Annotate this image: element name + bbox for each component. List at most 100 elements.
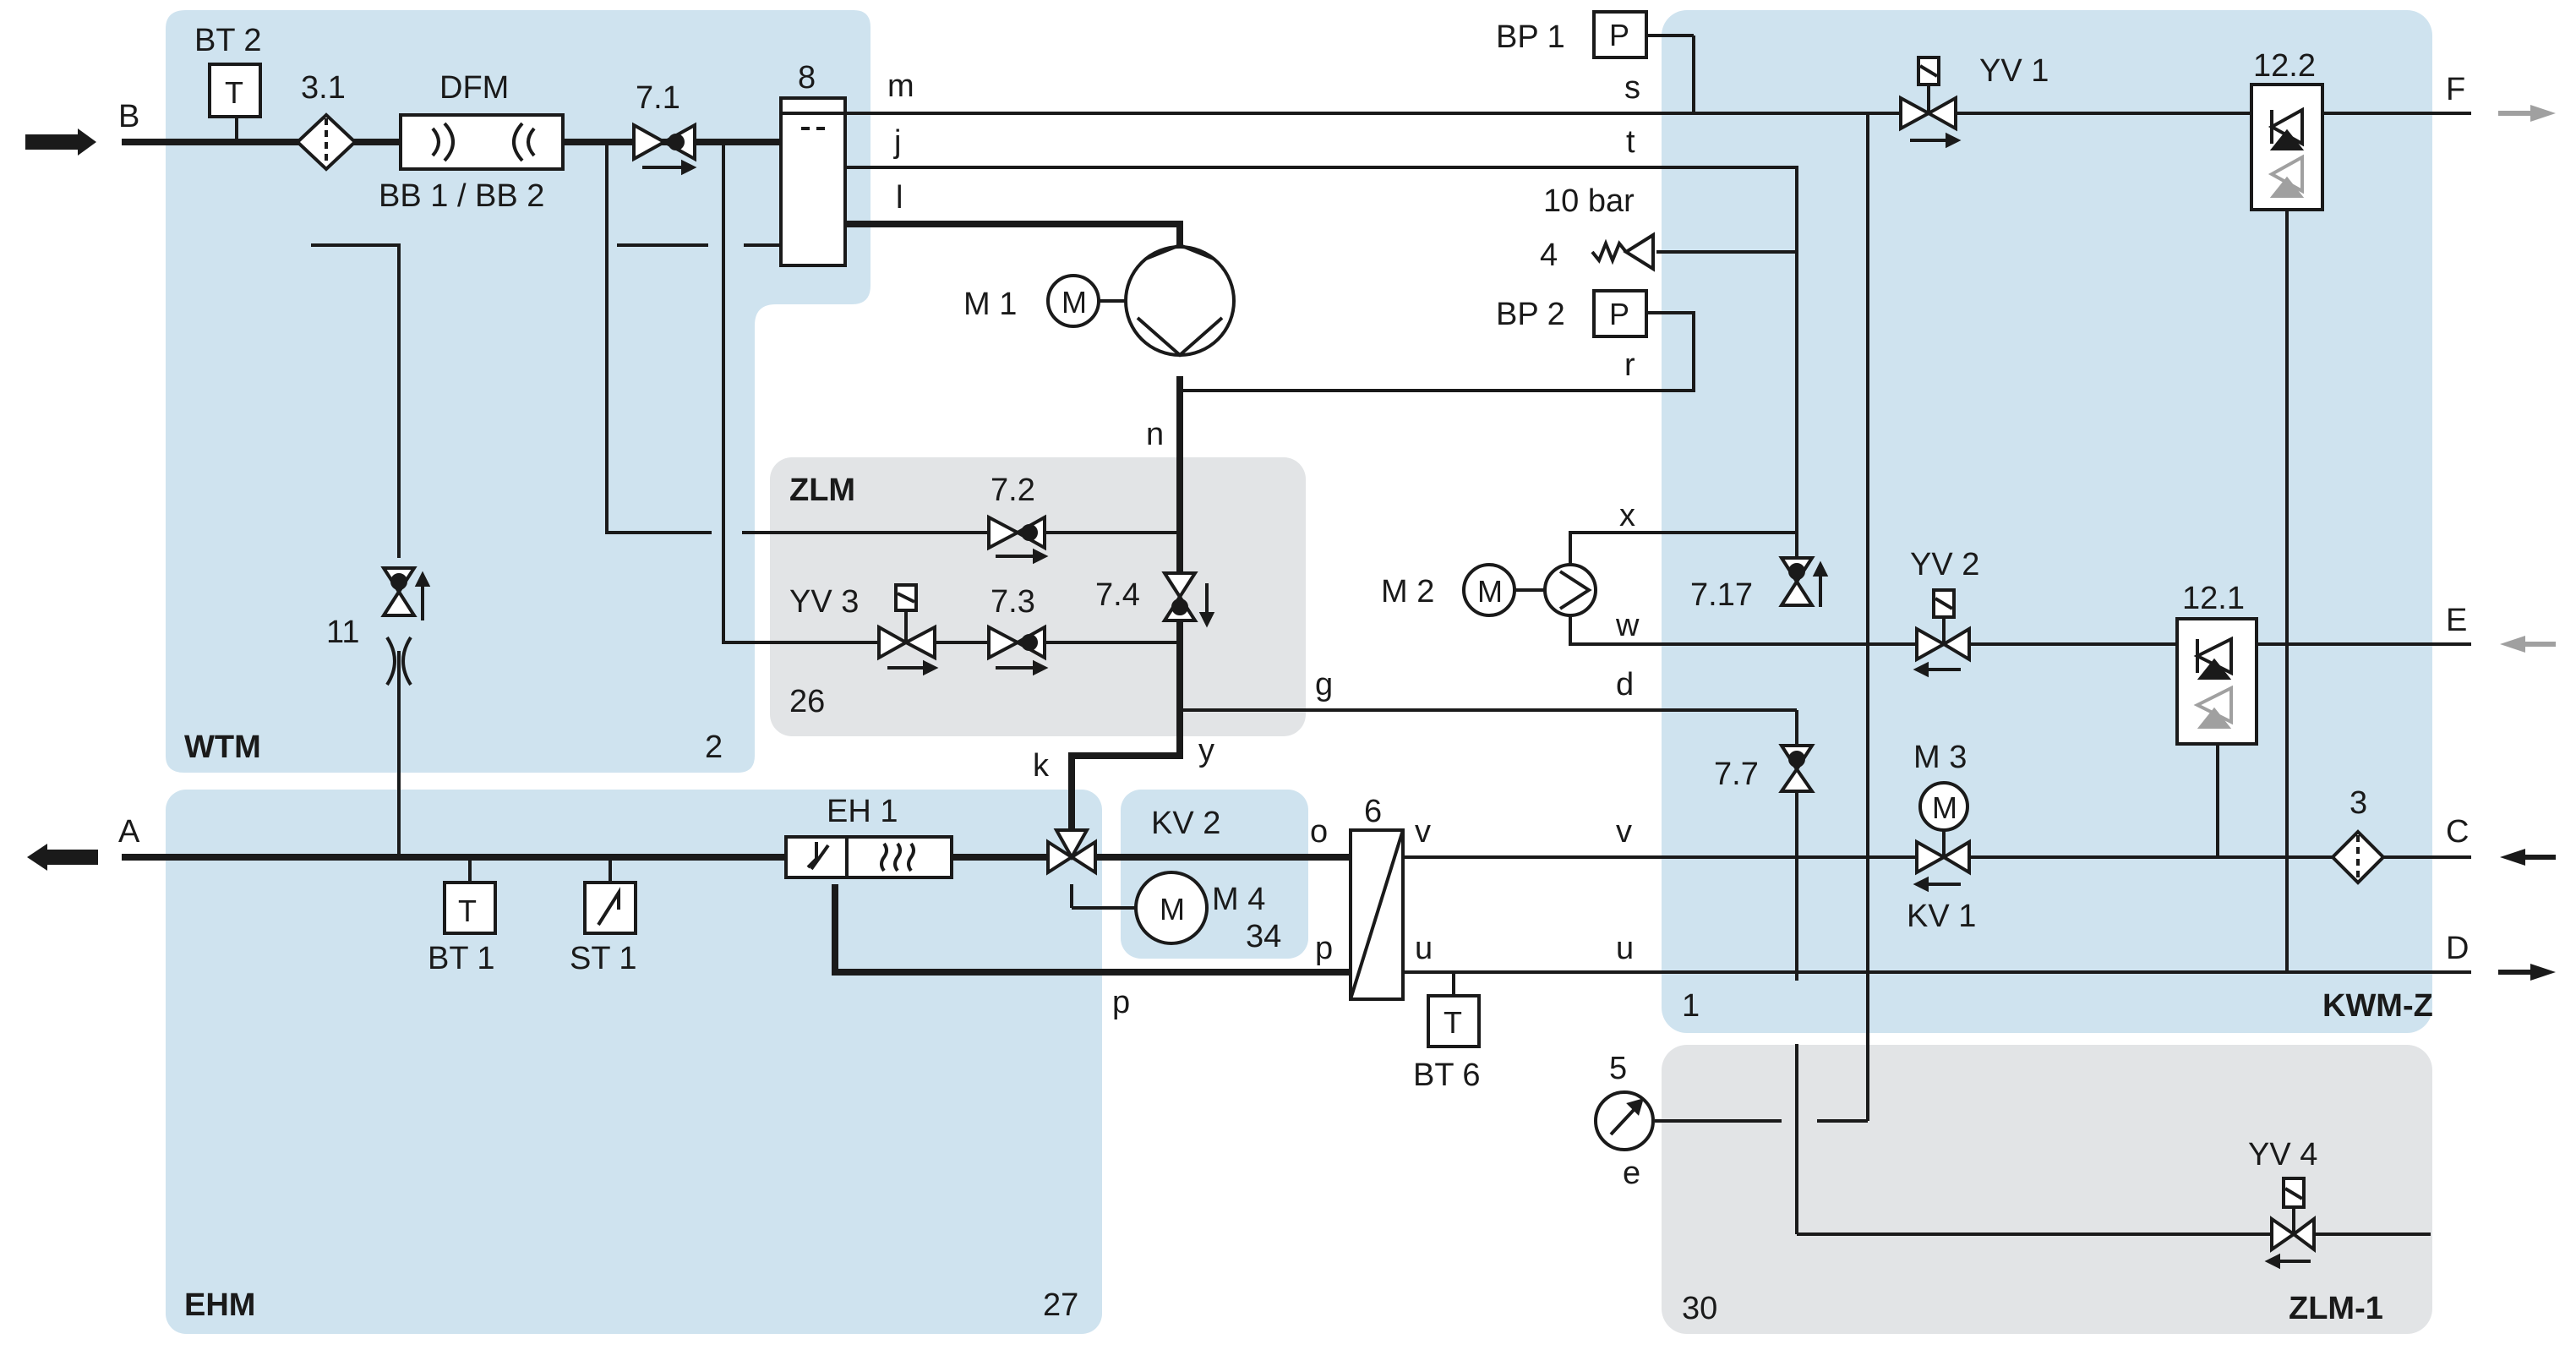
label-7-1: 7.1 xyxy=(636,80,680,116)
valve-yv4 xyxy=(2270,1216,2297,1253)
label-7-3: 7.3 xyxy=(991,584,1035,620)
line-s: s xyxy=(1624,70,1640,106)
pipe-p xyxy=(832,884,1351,976)
safety-valve-4 xyxy=(1623,232,1655,272)
line-l: l xyxy=(896,180,903,216)
line-g: g xyxy=(1315,667,1333,702)
zone-kwmz-number: 1 xyxy=(1682,988,1700,1024)
arrow-out-a xyxy=(27,844,98,871)
zone-kwmz-label: KWM-Z xyxy=(2322,988,2433,1024)
zone-wtm xyxy=(166,10,870,773)
line-r: r xyxy=(1624,347,1635,383)
arrow-in-e xyxy=(2500,636,2556,653)
port-c: C xyxy=(2446,814,2469,850)
bp2-letter: P xyxy=(1609,297,1629,331)
label-7-17: 7.17 xyxy=(1690,577,1753,613)
valve-7-2 xyxy=(987,514,1022,551)
heater-eh1 xyxy=(784,835,953,879)
line-y: y xyxy=(1198,733,1214,768)
zone-zlm1 xyxy=(1662,1045,2432,1334)
line-x: x xyxy=(1619,498,1635,533)
bp2-sensor xyxy=(1592,289,1648,338)
label-5: 5 xyxy=(1609,1051,1627,1086)
line-v-left: v xyxy=(1415,814,1431,850)
bt1-letter: T xyxy=(458,894,477,928)
label-yv1: YV 1 xyxy=(1979,53,2049,89)
valve-kv1 xyxy=(1915,839,1948,876)
arrow-in-c xyxy=(2500,849,2556,866)
line-t: t xyxy=(1626,124,1635,160)
m4-letter: M xyxy=(1160,892,1185,926)
line-p-right: p xyxy=(1315,931,1333,966)
pipe-w xyxy=(1569,615,1797,646)
bp1-letter: P xyxy=(1609,18,1629,52)
label-3: 3 xyxy=(2350,785,2367,821)
line-e: e xyxy=(1623,1156,1640,1191)
port-a: A xyxy=(118,814,140,850)
label-8: 8 xyxy=(798,60,816,96)
label-bp1: BP 1 xyxy=(1496,19,1565,55)
label-7-7: 7.7 xyxy=(1714,757,1759,792)
zone-wtm-label: WTM xyxy=(184,730,261,765)
zone-zlm-label: ZLM xyxy=(789,473,855,508)
arrow-out-d xyxy=(2498,964,2556,981)
valve-7-1 xyxy=(632,122,669,162)
label-m2: M 2 xyxy=(1381,574,1434,609)
label-bt2: BT 2 xyxy=(194,23,262,58)
label-kv1: KV 1 xyxy=(1907,899,1976,934)
motor-m4 xyxy=(1134,871,1209,945)
valve-yv2 xyxy=(1915,626,1948,663)
port-b: B xyxy=(118,99,139,134)
label-eh1: EH 1 xyxy=(827,794,898,829)
bt2-letter: T xyxy=(225,75,243,110)
line-n: n xyxy=(1146,417,1164,452)
label-m4: M 4 xyxy=(1212,882,1265,917)
label-12-2: 12.2 xyxy=(2253,48,2316,84)
label-bt1: BT 1 xyxy=(428,941,495,976)
label-st1: ST 1 xyxy=(570,941,637,976)
line-k: k xyxy=(1033,748,1050,784)
m3-letter: M xyxy=(1932,790,1957,825)
pipe-11 xyxy=(311,243,401,558)
line-j: j xyxy=(893,124,901,160)
line-u: u xyxy=(1616,931,1634,966)
label-m1: M 1 xyxy=(963,287,1017,322)
pump-m1 xyxy=(1124,245,1236,357)
zone-zlm1-number: 30 xyxy=(1682,1291,1717,1326)
label-10-bar: 10 bar xyxy=(1543,183,1635,219)
check-unit-12-1 xyxy=(2175,617,2258,746)
line-v: v xyxy=(1616,814,1632,850)
port-d: D xyxy=(2446,931,2469,966)
pipe-x xyxy=(1569,531,1797,565)
zone-kv2-number: 34 xyxy=(1246,919,1281,954)
label-4: 4 xyxy=(1540,238,1558,273)
bt6-sensor xyxy=(1427,994,1481,1048)
arrow-in-b xyxy=(25,128,96,156)
label-7-4: 7.4 xyxy=(1095,577,1140,613)
pipe-j-t xyxy=(845,166,1798,558)
line-w: w xyxy=(1615,608,1640,643)
pipe-y xyxy=(1068,620,1183,830)
port-e: E xyxy=(2446,603,2467,638)
valve-kv2 xyxy=(1046,839,1075,876)
zone-zlm1-label: ZLM-1 xyxy=(2289,1291,2383,1326)
valve-yv1 xyxy=(1899,95,1933,132)
line-o: o xyxy=(1310,814,1328,850)
pipe-r xyxy=(1182,311,1695,392)
distributor-8 xyxy=(779,96,847,267)
bt1-sensor xyxy=(443,881,497,935)
zone-kv2-label: KV 2 xyxy=(1151,806,1220,841)
zone-wtm-number: 2 xyxy=(705,730,723,765)
m2-letter: M xyxy=(1477,574,1503,609)
line-u-left: u xyxy=(1415,931,1433,966)
dfm-flowmeter xyxy=(399,113,565,171)
flow-arrows xyxy=(25,105,2556,981)
zone-ehm-number: 27 xyxy=(1043,1287,1078,1323)
pipe-73 xyxy=(722,142,879,644)
valve-7-4 xyxy=(1161,571,1198,600)
port-f: F xyxy=(2446,72,2465,107)
label-bb: BB 1 / BB 2 xyxy=(379,178,544,214)
label-yv4: YV 4 xyxy=(2248,1137,2317,1172)
label-dfm: DFM xyxy=(439,70,509,106)
